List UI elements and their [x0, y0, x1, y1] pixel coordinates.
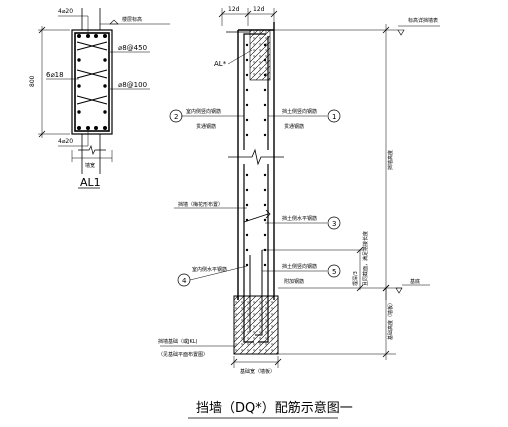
beam-top-level: 楼层标高 — [122, 16, 142, 23]
callout-5-num: 5 — [332, 268, 336, 276]
beam-bottom-bars: 4⌀20 — [58, 138, 73, 145]
embed-label: 埋深/3 — [352, 271, 359, 286]
callout-4-num: 4 — [182, 277, 187, 285]
callout-3-line1: 挡土侧水平钢筋 — [282, 215, 317, 222]
callout-2-line2: 贯通钢筋 — [196, 123, 216, 130]
cut-label: 且同截面，满足搭接长度 — [362, 231, 369, 286]
dim-12d-left: 12d — [228, 6, 240, 13]
wall-elevation — [160, 8, 440, 368]
al-label: AL* — [214, 60, 227, 68]
beam-section — [38, 8, 170, 189]
beam-stirrup-outer: ⌀8@450 — [118, 44, 147, 52]
callout-3-num: 3 — [332, 220, 336, 228]
foundation-width-label: 基础宽（墙板） — [240, 368, 275, 375]
callout-1-line2: 贯通钢筋 — [284, 123, 304, 130]
foundation-label-1: 挡墙基础（或JKL) — [158, 338, 198, 345]
ground-label: 基底 — [410, 278, 420, 285]
callout-5-line1: 挡土侧竖向钢筋 — [282, 263, 317, 270]
callout-2-line1: 室内侧竖向钢筋 — [186, 108, 221, 115]
wall-height-label: 挡墙高度 — [387, 150, 394, 170]
callout-4-line1: 室内侧水平钢筋 — [192, 266, 227, 273]
callout-5-line2: 附加钢筋 — [284, 278, 304, 285]
foundation-label-2: （见基础平面布置图） — [158, 351, 208, 358]
foundation-height-label: 基础高度（墙板） — [387, 300, 394, 340]
beam-stirrup-inner: ⌀8@100 — [118, 81, 147, 89]
dim-12d-right: 12d — [253, 6, 265, 13]
callout-1-num: 1 — [332, 113, 336, 121]
retain-top-label: 标高详挡墙表 — [408, 17, 438, 24]
mid-label: 挡墙（梅花形布置） — [178, 201, 223, 208]
beam-name: AL1 — [80, 176, 101, 189]
beam-side-bars: 6⌀18 — [46, 71, 64, 79]
callout-2-num: 2 — [174, 113, 178, 121]
beam-top-bars: 4⌀20 — [58, 8, 73, 15]
beam-width-label: 墙宽 — [85, 162, 95, 169]
diagram-title: 挡墙（DQ*）配筋示意图一 — [196, 400, 353, 416]
callout-1-line1: 挡土侧竖向钢筋 — [282, 108, 317, 115]
beam-height-dim: 800 — [29, 75, 36, 87]
